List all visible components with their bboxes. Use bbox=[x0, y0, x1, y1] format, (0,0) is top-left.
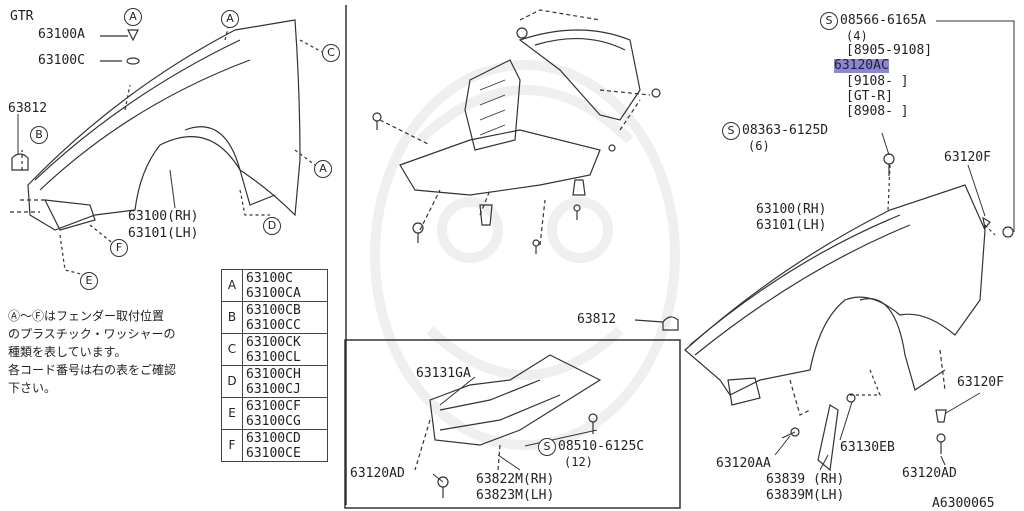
table-key: B bbox=[221, 301, 243, 334]
callout-b: B bbox=[30, 126, 48, 144]
part-label-63839-rh[interactable]: 63839 (RH) bbox=[766, 472, 845, 487]
part-label-fender-rh-left[interactable]: 63100(RH) bbox=[128, 209, 199, 224]
table-code[interactable]: 63100CF bbox=[246, 398, 301, 414]
part-label-63120ad-left[interactable]: 63120AD bbox=[350, 466, 405, 481]
lower-liner-drawing bbox=[414, 354, 602, 498]
left-fender-drawing bbox=[10, 19, 323, 276]
part-label-63822m-rh[interactable]: 63822M(RH) bbox=[476, 472, 555, 487]
table-key: E bbox=[221, 397, 243, 430]
part-label-63130eb[interactable]: 63130EB bbox=[840, 440, 895, 455]
callout-d: D bbox=[263, 217, 281, 235]
callout-a-top: A bbox=[124, 8, 142, 26]
table-code[interactable]: 63100CB bbox=[246, 302, 301, 318]
part-label-63120ac[interactable]: 63120AC bbox=[834, 58, 889, 73]
part-label-63131ga[interactable]: 63131GA bbox=[416, 366, 471, 381]
part-label-63100a[interactable]: 63100A bbox=[38, 27, 85, 42]
table-code[interactable]: 63100CD bbox=[246, 430, 301, 446]
range-9108: [9108- ] bbox=[846, 74, 909, 89]
callout-f: F bbox=[110, 239, 128, 257]
right-fender-drawing bbox=[634, 153, 1014, 472]
note-line: 各コード番号は右の表をご確認 bbox=[8, 363, 177, 377]
note-line: 種類を表しています。 bbox=[8, 345, 127, 359]
part-label-63823m-lh[interactable]: 63823M(LH) bbox=[476, 488, 555, 503]
table-code[interactable]: 63100CA bbox=[246, 285, 301, 301]
table-code[interactable]: 63100CH bbox=[246, 366, 301, 382]
callout-a-fender: A bbox=[221, 10, 239, 28]
s-mark-08566: S bbox=[820, 12, 838, 30]
table-code[interactable]: 63100C bbox=[246, 270, 293, 286]
callout-c: C bbox=[322, 44, 340, 62]
diagram-code: A6300065 bbox=[932, 496, 995, 511]
table-key: D bbox=[221, 365, 243, 398]
washer-note: Ⓐ～Ⓕはフェンダー取付位置 のプラスチック・ワッシャーの 種類を表しています。 … bbox=[8, 307, 220, 397]
qty-6: (6) bbox=[748, 139, 770, 153]
center-liner-drawing bbox=[372, 9, 661, 254]
table-code[interactable]: 63100CJ bbox=[246, 381, 301, 397]
table-key: A bbox=[221, 269, 243, 302]
watermark-logo bbox=[370, 60, 680, 450]
qty-12: (12) bbox=[564, 455, 593, 469]
note-line: Ⓐ～Ⓕはフェンダー取付位置 bbox=[8, 309, 165, 323]
part-label-63120f-top[interactable]: 63120F bbox=[944, 150, 991, 165]
table-code[interactable]: 63100CL bbox=[246, 349, 301, 365]
part-label-08510-6125c[interactable]: 08510-6125C bbox=[558, 439, 645, 454]
panel-dividers bbox=[344, 5, 681, 509]
qty-4: (4) bbox=[846, 29, 868, 43]
part-label-63100c[interactable]: 63100C bbox=[38, 53, 85, 68]
part-label-63839m-lh[interactable]: 63839M(LH) bbox=[766, 488, 845, 503]
range-gt-r: [GT-R] bbox=[846, 89, 893, 104]
note-line: のプラスチック・ワッシャーの bbox=[8, 327, 176, 341]
part-label-63120f-bottom[interactable]: 63120F bbox=[957, 375, 1004, 390]
s-mark-08363: S bbox=[722, 122, 740, 140]
table-key: F bbox=[221, 429, 243, 462]
part-label-63812-right[interactable]: 63812 bbox=[577, 312, 617, 327]
part-label-63120aa[interactable]: 63120AA bbox=[716, 456, 771, 471]
note-line: 下さい。 bbox=[8, 381, 57, 395]
part-label-fender-lh-left[interactable]: 63101(LH) bbox=[128, 226, 199, 241]
s-mark-08510: S bbox=[538, 438, 556, 456]
range-8905-9108: [8905-9108] bbox=[846, 43, 933, 58]
part-label-fender-rh-right[interactable]: 63100(RH) bbox=[756, 202, 827, 217]
table-key: C bbox=[221, 333, 243, 366]
part-label-63812-left[interactable]: 63812 bbox=[8, 101, 48, 116]
leader-lines bbox=[17, 20, 1015, 483]
callout-a-rear: A bbox=[314, 160, 332, 178]
table-code[interactable]: 63100CE bbox=[246, 445, 301, 461]
part-label-08566-6165a[interactable]: 08566-6165A bbox=[840, 13, 927, 28]
table-code[interactable]: 63100CC bbox=[246, 317, 301, 333]
part-label-08363-6125d[interactable]: 08363-6125D bbox=[742, 123, 829, 138]
table-code[interactable]: 63100CK bbox=[246, 334, 301, 350]
model-label: GTR bbox=[10, 9, 34, 24]
part-label-fender-lh-right[interactable]: 63101(LH) bbox=[756, 218, 827, 233]
table-code[interactable]: 63100CG bbox=[246, 413, 301, 429]
range-8908: [8908- ] bbox=[846, 104, 909, 119]
callout-e: E bbox=[80, 272, 98, 290]
part-label-63120ad-right[interactable]: 63120AD bbox=[902, 466, 957, 481]
